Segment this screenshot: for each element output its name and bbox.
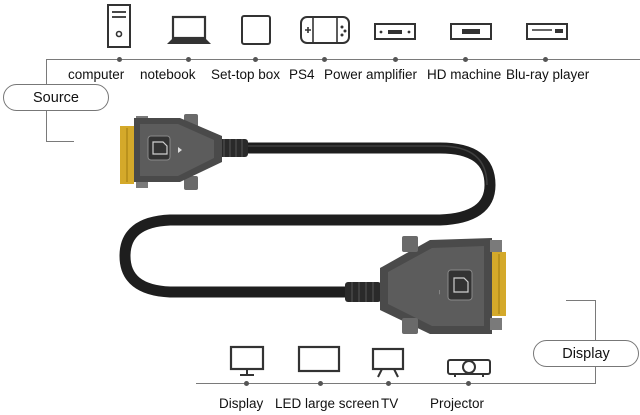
source-bus-node <box>463 57 468 62</box>
source-device-label: Set-top box <box>211 67 281 82</box>
display-bus-node <box>244 381 249 386</box>
projector-icon <box>447 359 491 377</box>
led-screen-icon <box>297 345 341 373</box>
source-device-label: Power amplifier <box>324 67 418 82</box>
display-label-pill: Display <box>533 340 639 367</box>
source-device-label: notebook <box>140 67 196 82</box>
svg-text:─: ─ <box>436 289 442 295</box>
source-device-label: PS4 <box>289 67 315 82</box>
source-label-pill: Source <box>3 84 109 111</box>
display-label: Display <box>562 345 610 362</box>
left-strain-relief <box>218 139 248 157</box>
source-bus-node <box>253 57 258 62</box>
display-bracket-top <box>566 300 596 302</box>
display-bus-node <box>466 381 471 386</box>
display-device-label: TV <box>381 396 399 411</box>
source-device-label: Blu-ray player <box>506 67 590 82</box>
display-bus-node <box>318 381 323 386</box>
monitor-icon <box>229 345 265 376</box>
display-device-label: Display <box>219 396 264 411</box>
hd-machine-icon <box>450 23 492 40</box>
display-bus-node <box>386 381 391 386</box>
right-strain-relief <box>345 282 381 302</box>
source-bus-node <box>322 57 327 62</box>
notebook-icon <box>167 15 211 44</box>
source-device-label: HD machine <box>427 67 502 82</box>
source-label: Source <box>33 89 79 106</box>
source-device-label: computer <box>68 67 125 82</box>
computer-tower-icon <box>107 4 131 48</box>
blu-ray-player-icon <box>526 23 568 40</box>
power-amplifier-icon <box>374 23 416 40</box>
tv-icon <box>371 347 405 378</box>
game-console-icon <box>300 16 350 44</box>
display-device-label: LED large screen <box>275 396 380 411</box>
source-bus-node <box>393 57 398 62</box>
display-device-label: Projector <box>430 396 485 411</box>
set-top-box-icon <box>241 15 271 45</box>
source-bracket-bottom <box>46 141 74 143</box>
display-bus-line <box>196 383 596 385</box>
source-bus-node <box>543 57 548 62</box>
source-bus-node <box>186 57 191 62</box>
source-bus-node <box>117 57 122 62</box>
source-bus-line <box>46 59 640 61</box>
